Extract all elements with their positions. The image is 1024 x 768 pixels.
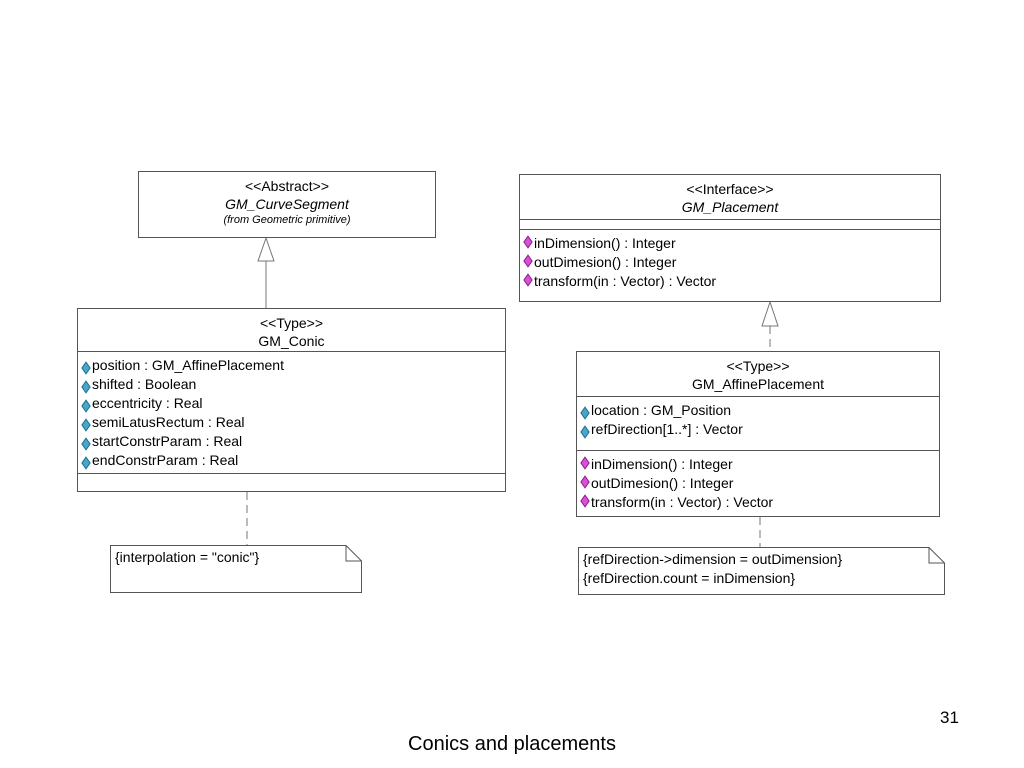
stereotype-label: <<Abstract>> <box>244 178 330 194</box>
attribute-row: semiLatusRectum : Real <box>78 413 505 432</box>
operation-icon <box>523 253 533 268</box>
operation-icon <box>523 234 533 249</box>
attribute-icon <box>580 405 590 420</box>
attribute-icon <box>81 360 91 375</box>
operation-icon <box>523 272 533 287</box>
generalization-arrow-conic <box>257 236 275 262</box>
attribute-icon <box>81 455 91 470</box>
note-line: {refDirection->dimension = outDimension} <box>583 551 843 567</box>
stereotype-label: <<Type>> <box>259 315 324 331</box>
attribute-icon <box>81 436 91 451</box>
operation-icon <box>580 493 590 508</box>
attribute-icon <box>81 398 91 413</box>
note-affine: {refDirection->dimension = outDimension}… <box>578 547 945 595</box>
note-conic: {interpolation = "conic"} <box>110 545 362 593</box>
operation-icon <box>580 474 590 489</box>
operation-row: outDimesion() : Integer <box>520 253 940 272</box>
class-gm-conic: <<Type>> GM_Conic position : GM_AffinePl… <box>77 308 506 492</box>
note-shape <box>110 545 362 593</box>
attribute-row: position : GM_AffinePlacement <box>78 356 505 375</box>
operations-section: inDimension() : Integer outDimesion() : … <box>577 450 939 512</box>
class-gm-affineplacement: <<Type>> GM_AffinePlacement location : G… <box>576 351 940 517</box>
attribute-row: refDirection[1..*] : Vector <box>577 420 939 439</box>
operation-icon <box>580 455 590 470</box>
operations-section: inDimension() : Integer outDimesion() : … <box>520 229 940 291</box>
slide-caption: Conics and placements <box>408 733 616 755</box>
class-name: GM_CurveSegment <box>225 196 349 212</box>
attribute-row: shifted : Boolean <box>78 375 505 394</box>
attributes-section: position : GM_AffinePlacement shifted : … <box>78 351 505 473</box>
class-name: GM_AffinePlacement <box>691 376 825 392</box>
realization-arrow-affine <box>761 300 779 327</box>
stereotype-label: <<Interface>> <box>686 181 774 197</box>
operation-row: inDimension() : Integer <box>520 234 940 253</box>
class-name: GM_Placement <box>681 199 779 215</box>
note-shape <box>578 547 945 595</box>
attribute-icon <box>81 417 91 432</box>
operation-row: outDimesion() : Integer <box>577 474 939 493</box>
operation-row: inDimension() : Integer <box>577 455 939 474</box>
attribute-row: endConstrParam : Real <box>78 451 505 470</box>
page-number: 31 <box>940 708 959 727</box>
attributes-section <box>520 219 940 229</box>
attribute-icon <box>580 424 590 439</box>
operation-row: transform(in : Vector) : Vector <box>520 272 940 291</box>
attribute-row: eccentricity : Real <box>78 394 505 413</box>
note-line: {interpolation = "conic"} <box>115 549 260 565</box>
note-line: {refDirection.count = inDimension} <box>583 570 796 586</box>
stereotype-label: <<Type>> <box>726 358 790 374</box>
attribute-row: location : GM_Position <box>577 401 939 420</box>
attribute-icon <box>81 379 91 394</box>
origin-label: (from Geometric primitive) <box>223 214 351 226</box>
class-gm-placement: <<Interface>> GM_Placement inDimension()… <box>519 174 941 302</box>
attributes-section: location : GM_Position refDirection[1..*… <box>577 396 939 450</box>
operations-section <box>78 473 505 491</box>
attribute-row: startConstrParam : Real <box>78 432 505 451</box>
class-name: GM_Conic <box>258 333 325 349</box>
class-gm-curvesegment: <<Abstract>> GM_CurveSegment (from Geome… <box>138 171 436 238</box>
operation-row: transform(in : Vector) : Vector <box>577 493 939 512</box>
